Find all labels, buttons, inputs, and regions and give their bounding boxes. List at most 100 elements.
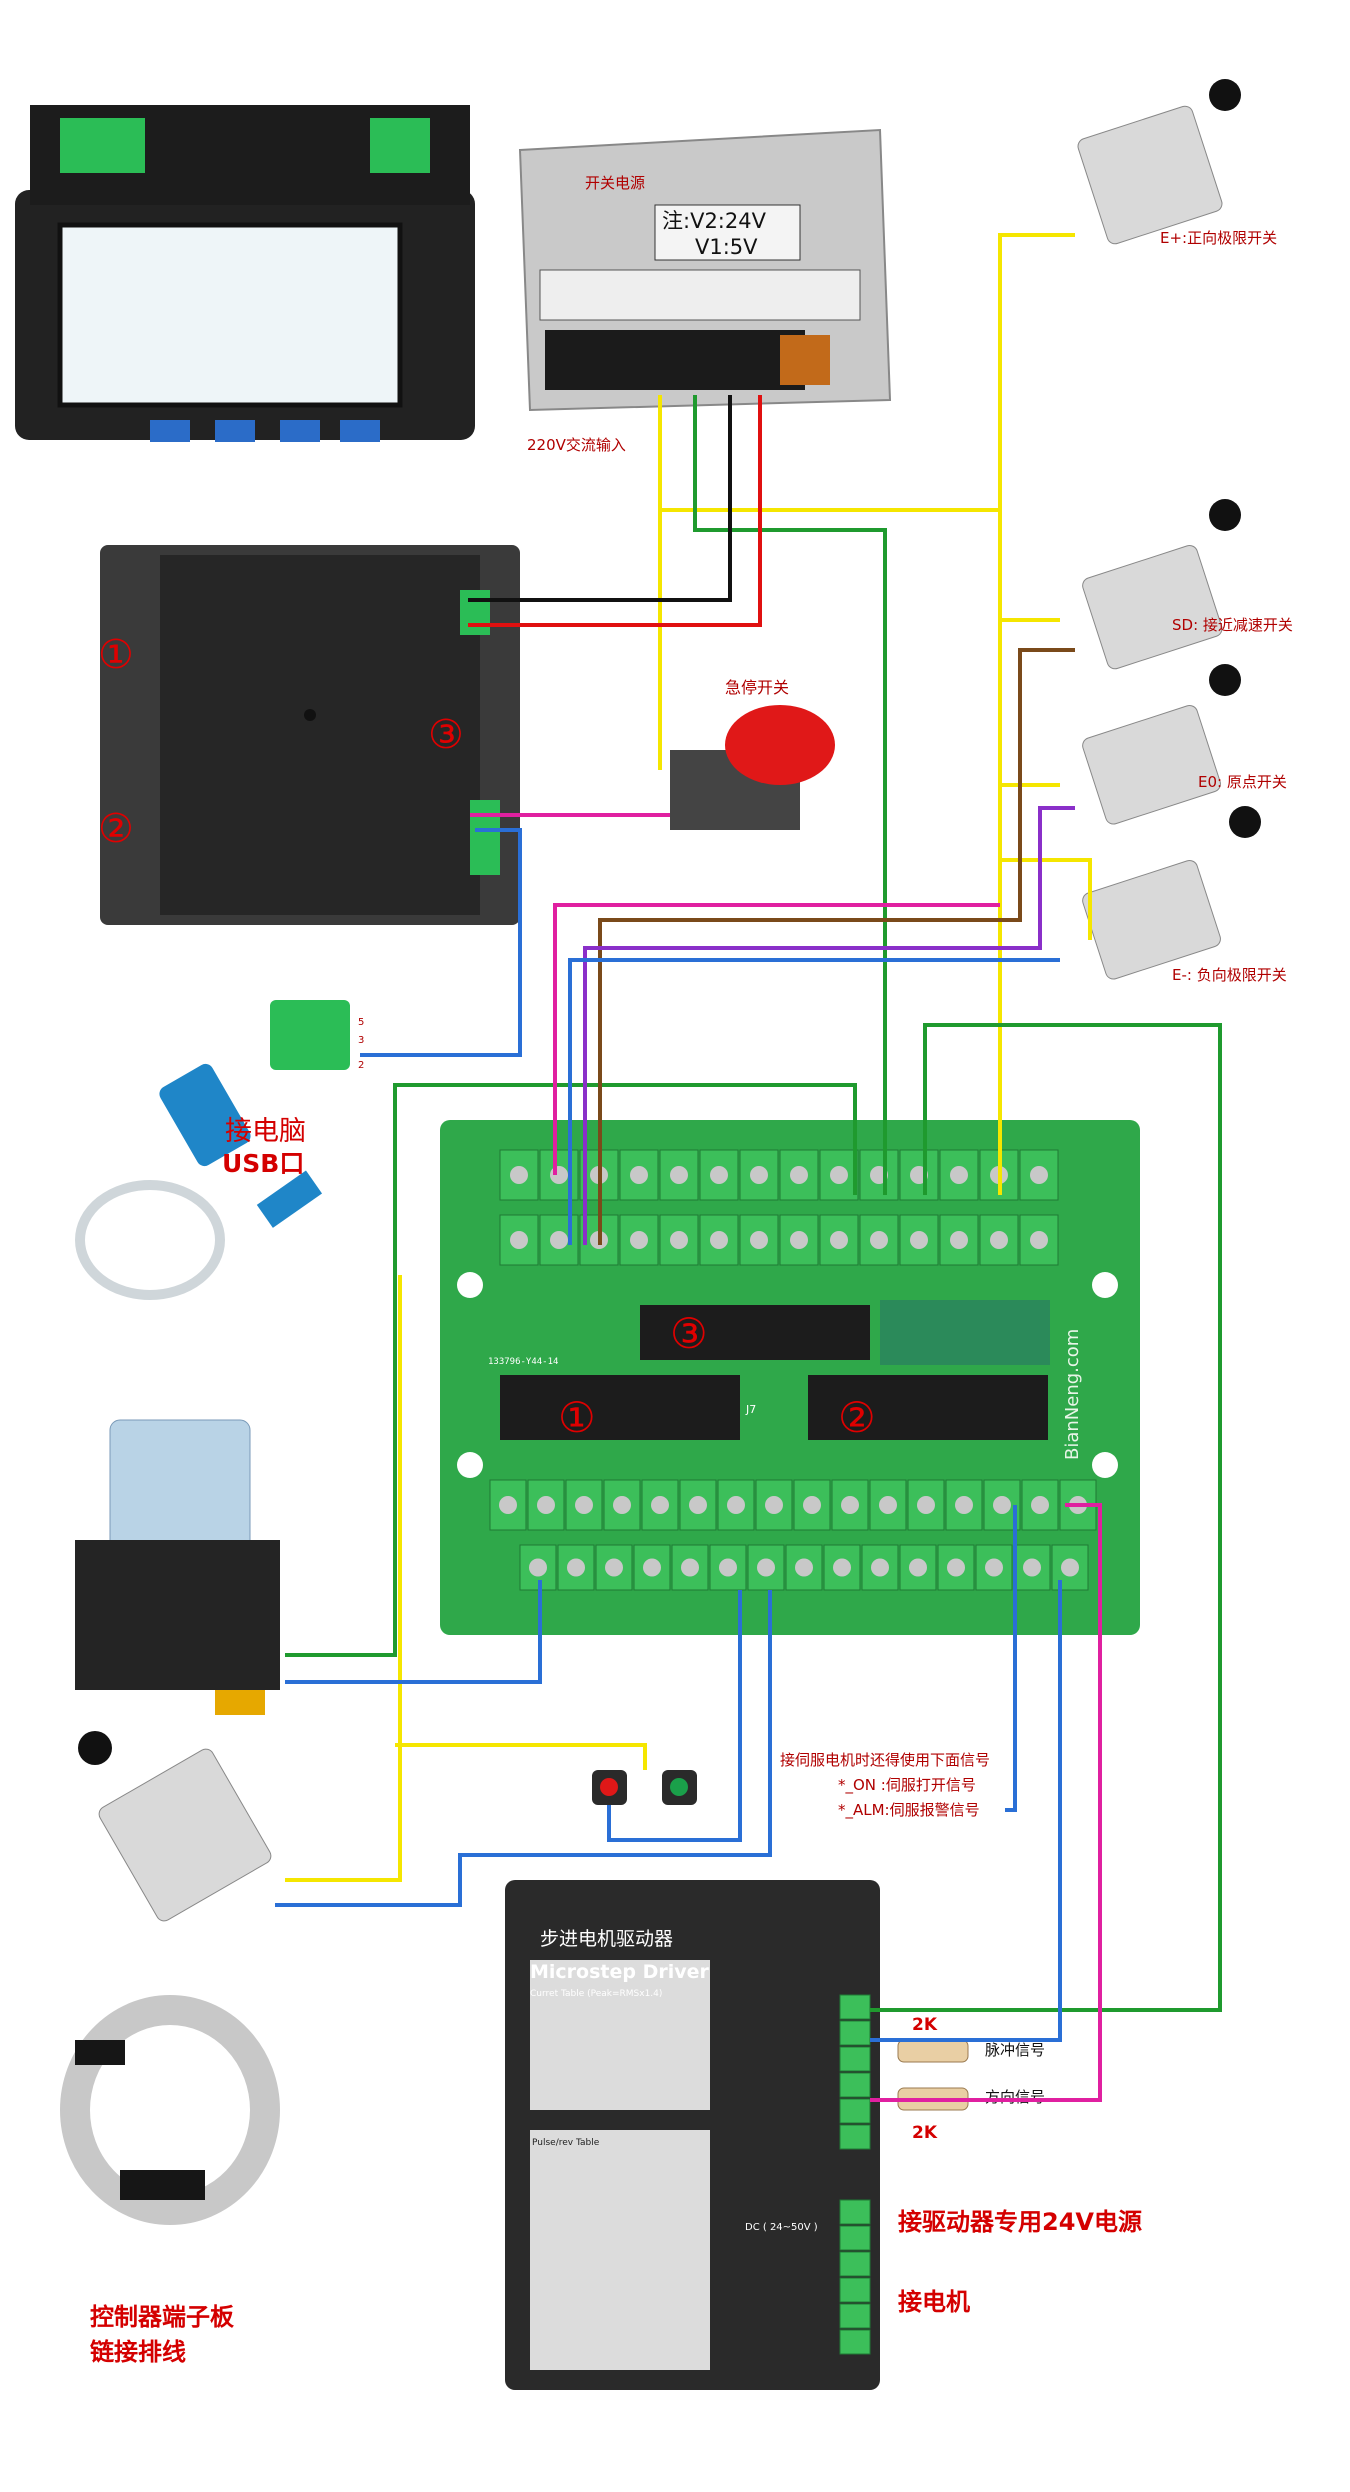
controller-marker-3: ③ (428, 712, 464, 758)
top-terminal-upper-screw-5 (710, 1166, 728, 1184)
limit-switch-e0 (1082, 664, 1241, 825)
wire-magenta-left (553, 903, 1000, 1175)
e-minus-label: E-: 负向极限开关 (1172, 966, 1287, 984)
wire-red-psu (468, 395, 762, 627)
ac-input-label: 220V交流输入 (527, 436, 626, 454)
bottom-terminal-lower-screw-9 (871, 1558, 889, 1577)
wire-yellow-left-vertical (285, 1275, 402, 1882)
board-code: 133796-Y44-14 (488, 1357, 558, 1367)
motion-controller (100, 545, 520, 925)
driver-power-terminal-1 (839, 2225, 871, 2251)
push-buttons (592, 1770, 697, 1805)
driver-cn-title: 步进电机驱动器 (540, 1928, 673, 1950)
wires (275, 233, 1222, 2102)
top-terminal-lower-screw-12 (990, 1231, 1008, 1249)
board-connector-3-marker: ③ (670, 1309, 708, 1358)
servo-note-1: 接伺服电机时还得使用下面信号 (780, 1751, 990, 1769)
top-terminal-lower-screw-6 (750, 1231, 768, 1249)
bottom-terminal-lower-screw-12 (985, 1558, 1003, 1577)
sd-label: SD: 接近减速开关 (1172, 616, 1293, 634)
top-terminal-upper-screw-4 (670, 1166, 688, 1184)
driver-signal-terminal-3 (839, 2072, 871, 2098)
wire-green-psu (693, 395, 887, 1195)
wire-blue-buttons (607, 1590, 742, 1842)
bottom-terminal-upper-screw-0 (499, 1496, 517, 1514)
motor-label: 接电机 (898, 2288, 970, 2316)
limit-switch-bottom (78, 1731, 272, 1922)
top-terminal-lower-screw-9 (870, 1231, 888, 1249)
board-brand: BianNeng.com (1062, 1329, 1083, 1460)
usb-label-2: USB口 (222, 1149, 304, 1178)
top-terminal-upper-screw-13 (1030, 1166, 1048, 1184)
dir-signal-label: 方向信号 (985, 2088, 1045, 2106)
servo-note-2: *_ON :伺服打开信号 (838, 1776, 976, 1795)
top-terminal-lower-screw-1 (550, 1231, 568, 1249)
bottom-terminal-upper-screw-9 (841, 1496, 859, 1514)
driver-power-label: 接驱动器专用24V电源 (898, 2208, 1142, 2236)
bottom-terminal-lower-screw-4 (681, 1558, 699, 1577)
wire-green-driver (870, 1023, 1222, 2012)
controller-marker-1: ① (98, 632, 134, 678)
power-supply-note-1: 注:V2:24V (662, 209, 767, 233)
wire-blue-controller (360, 828, 522, 1057)
bottom-terminal-lower-screw-0 (529, 1558, 547, 1577)
switching-power-supply (518, 128, 892, 412)
driver-signal-terminal-4 (839, 2098, 871, 2124)
stepper-driver (505, 1880, 880, 2390)
wire-blue-board-left (568, 958, 1060, 1245)
bottom-terminal-upper-screw-1 (537, 1496, 555, 1514)
relay (75, 1419, 280, 1715)
wire-blue-switch-bottom (275, 1590, 772, 1907)
bottom-terminal-lower-screw-6 (757, 1558, 775, 1577)
bottom-terminal-upper-screw-4 (651, 1496, 669, 1514)
top-terminal-lower-screw-10 (910, 1231, 928, 1249)
bottom-terminal-lower-screw-8 (833, 1558, 851, 1577)
top-terminal-lower-screw-0 (510, 1231, 528, 1249)
bottom-terminal-upper-screw-6 (727, 1496, 745, 1514)
bottom-terminal-upper-screw-5 (689, 1496, 707, 1514)
wire-black-psu (468, 395, 732, 602)
usb-pin-5: 5 (358, 1017, 364, 1028)
limit-switch-sd (1082, 499, 1241, 670)
board-connector-2-marker: ② (838, 1393, 876, 1442)
bottom-terminal-upper-screw-14 (1031, 1496, 1049, 1514)
cable-label-2: 链接排线 (90, 2338, 186, 2366)
usb-label-1: 接电脑 (225, 1116, 306, 1147)
driver-table-title: Curret Table (Peak=RMSx1.4) (530, 1989, 662, 1999)
resistor-1-label: 2K (912, 2015, 938, 2035)
bottom-terminal-lower-screw-5 (719, 1558, 737, 1577)
driver-pulse-title: Pulse/rev Table (532, 2138, 600, 2148)
wire-magenta-driver (870, 1503, 1102, 2102)
power-supply-title: 开关电源 (585, 174, 645, 192)
wire-blue-driver (870, 1580, 1062, 2042)
bottom-terminal-upper-screw-11 (917, 1496, 935, 1514)
usb-pin-3: 3 (358, 1035, 364, 1046)
ribbon-cable (60, 1995, 280, 2225)
wire-yellow-buttons (395, 1743, 647, 1770)
top-terminal-upper-screw-6 (750, 1166, 768, 1184)
top-terminal-lower-screw-7 (790, 1231, 808, 1249)
wire-blue-relay (285, 1580, 542, 1684)
bottom-terminal-lower-screw-1 (567, 1558, 585, 1577)
bottom-terminal-upper-screw-2 (575, 1496, 593, 1514)
driver-power-terminal-5 (839, 2329, 871, 2355)
driver-power-terminal-4 (839, 2303, 871, 2329)
bottom-terminal-lower-screw-2 (605, 1558, 623, 1577)
pulse-signal-label: 脉冲信号 (985, 2041, 1045, 2059)
servo-note-3: *_ALM:伺服报警信号 (838, 1801, 980, 1820)
resistor-2-label: 2K (912, 2123, 938, 2143)
e0-label: E0: 原点开关 (1198, 773, 1287, 791)
wire-purple-e0 (583, 806, 1075, 1245)
bottom-terminal-lower-screw-3 (643, 1558, 661, 1577)
bottom-terminal-upper-screw-13 (993, 1496, 1011, 1514)
terminal-board (440, 1120, 1140, 1635)
bottom-terminal-lower-screw-14 (1061, 1558, 1079, 1577)
driver-signal-terminal-1 (839, 2020, 871, 2046)
driver-power-terminal-0 (839, 2199, 871, 2225)
wire-blue-alm (1005, 1505, 1017, 1812)
driver-signal-terminal-5 (839, 2124, 871, 2150)
top-terminal-upper-screw-3 (630, 1166, 648, 1184)
top-terminal-upper-screw-0 (510, 1166, 528, 1184)
wire-yellow-bus (998, 510, 1092, 940)
